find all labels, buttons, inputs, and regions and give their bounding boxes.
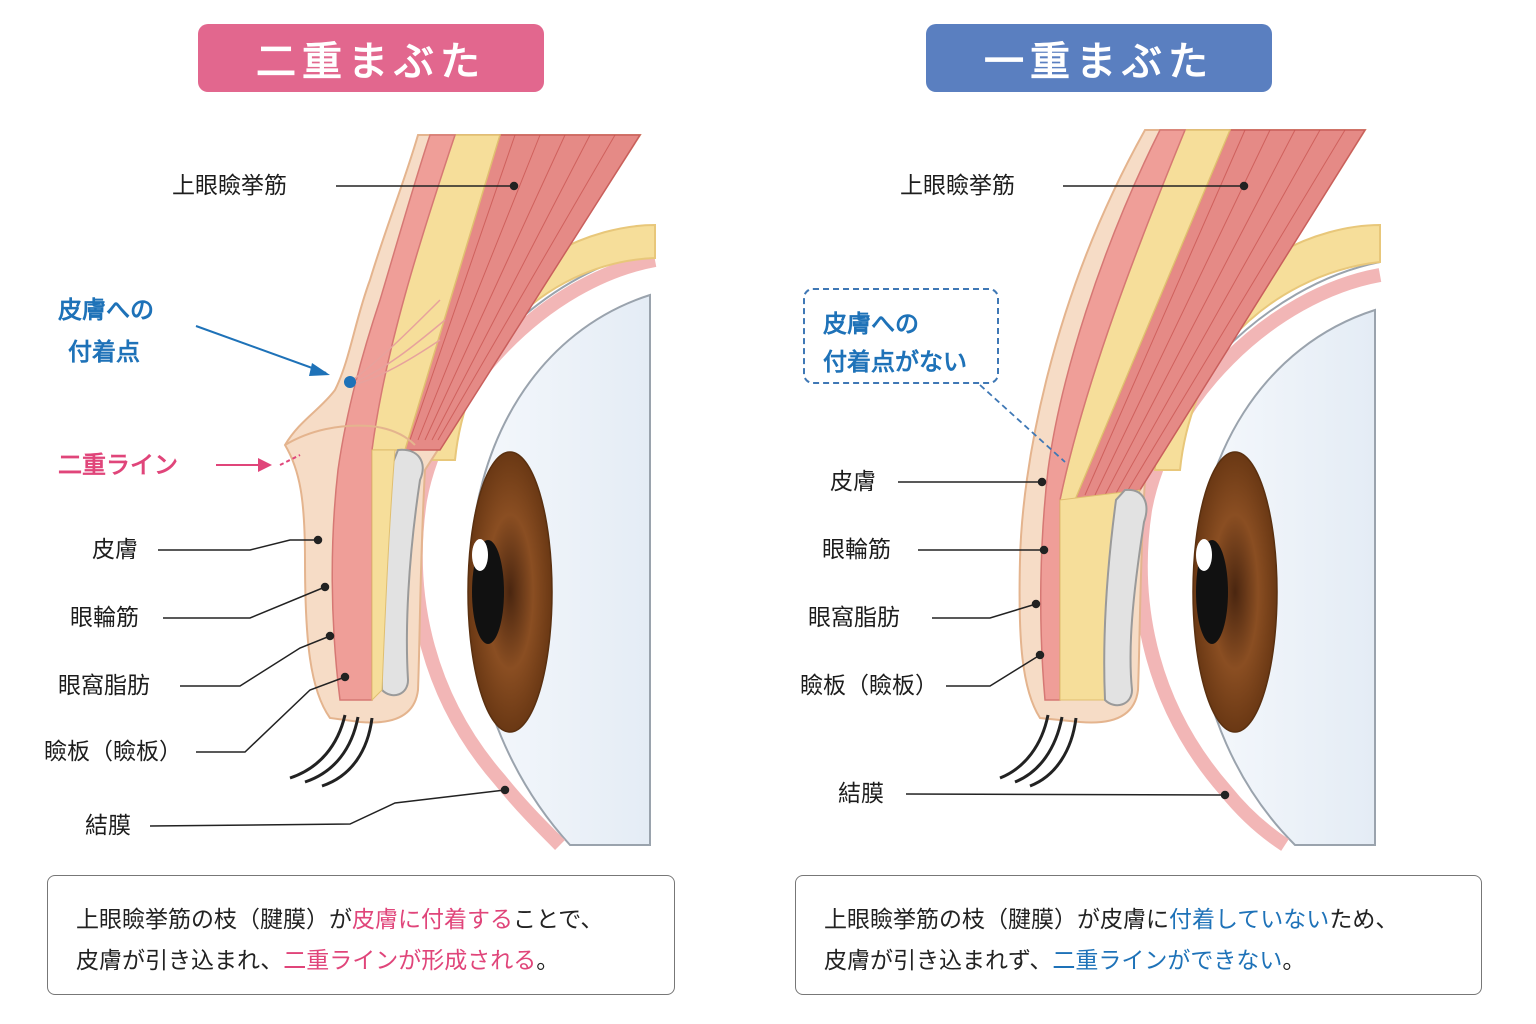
- desc-right-2c: 。: [1282, 948, 1306, 974]
- label-levator-right: 上眼瞼挙筋: [900, 173, 1015, 199]
- label-tarsus-left: 瞼板（瞼板）: [44, 739, 182, 765]
- description-single-eyelid: 上眼瞼挙筋の枝（腱膜）が皮膚に付着していないため、 皮膚が引き込まれず、二重ライ…: [795, 875, 1482, 995]
- left-orbicularis: [331, 134, 457, 701]
- desc-right-1b: 付着していない: [1169, 907, 1330, 933]
- label-double-line: 二重ライン: [58, 451, 178, 479]
- title-double-eyelid: 二重まぶた: [198, 24, 544, 92]
- desc-left-1a: 上眼瞼挙筋の枝（腱膜）が: [76, 907, 352, 933]
- label-no-attach-1: 皮膚への: [823, 310, 919, 338]
- right-iris: [1192, 451, 1278, 733]
- right-orbicularis: [1039, 129, 1187, 701]
- left-anatomy: [283, 134, 657, 850]
- label-levator-left: 上眼瞼挙筋: [172, 173, 287, 199]
- label-conjunctiva-right: 結膜: [838, 781, 884, 807]
- label-orbicularis-left: 眼輪筋: [70, 605, 139, 631]
- right-eyelashes: [999, 714, 1078, 788]
- label-attach-left-2: 付着点: [68, 338, 140, 366]
- callout-no-attachment: 皮膚への 付着点がない: [803, 288, 999, 384]
- left-double-fold: [284, 424, 416, 446]
- label-conjunctiva-left: 結膜: [85, 813, 131, 839]
- desc-right-1c: ため、: [1329, 907, 1399, 933]
- desc-left-2b: 二重ラインが形成される: [283, 948, 537, 974]
- label-orbital-fat-left: 眼窩脂肪: [58, 673, 150, 699]
- desc-right-2a: 皮膚が引き込まれず、: [824, 948, 1053, 974]
- desc-left-2c: 。: [536, 948, 560, 974]
- label-no-attach-2: 付着点がない: [823, 348, 967, 376]
- title-single-eyelid: 一重まぶた: [926, 24, 1272, 92]
- desc-left-2a: 皮膚が引き込まれ、: [76, 948, 284, 974]
- left-eyelashes: [289, 714, 374, 788]
- label-tarsus-right: 瞼板（瞼板）: [800, 673, 938, 699]
- desc-left-1b: 皮膚に付着する: [352, 907, 513, 933]
- desc-right-2b: 二重ラインができない: [1052, 948, 1283, 974]
- right-anatomy: [999, 129, 1382, 851]
- left-attachment-dot: [344, 376, 356, 388]
- right-tarsus: [1103, 488, 1148, 707]
- label-skin-right: 皮膚: [830, 469, 876, 495]
- label-orbital-fat-right: 眼窩脂肪: [808, 605, 900, 631]
- description-double-eyelid: 上眼瞼挙筋の枝（腱膜）が皮膚に付着することで、 皮膚が引き込まれ、二重ラインが形…: [47, 875, 675, 995]
- label-skin-left: 皮膚: [92, 537, 138, 563]
- desc-left-1c: ことで、: [513, 907, 604, 933]
- left-iris: [467, 451, 553, 733]
- desc-right-1a: 上眼瞼挙筋の枝（腱膜）が皮膚に: [824, 907, 1169, 933]
- label-attach-left-1: 皮膚への: [58, 296, 154, 324]
- label-orbicularis-right: 眼輪筋: [822, 537, 891, 563]
